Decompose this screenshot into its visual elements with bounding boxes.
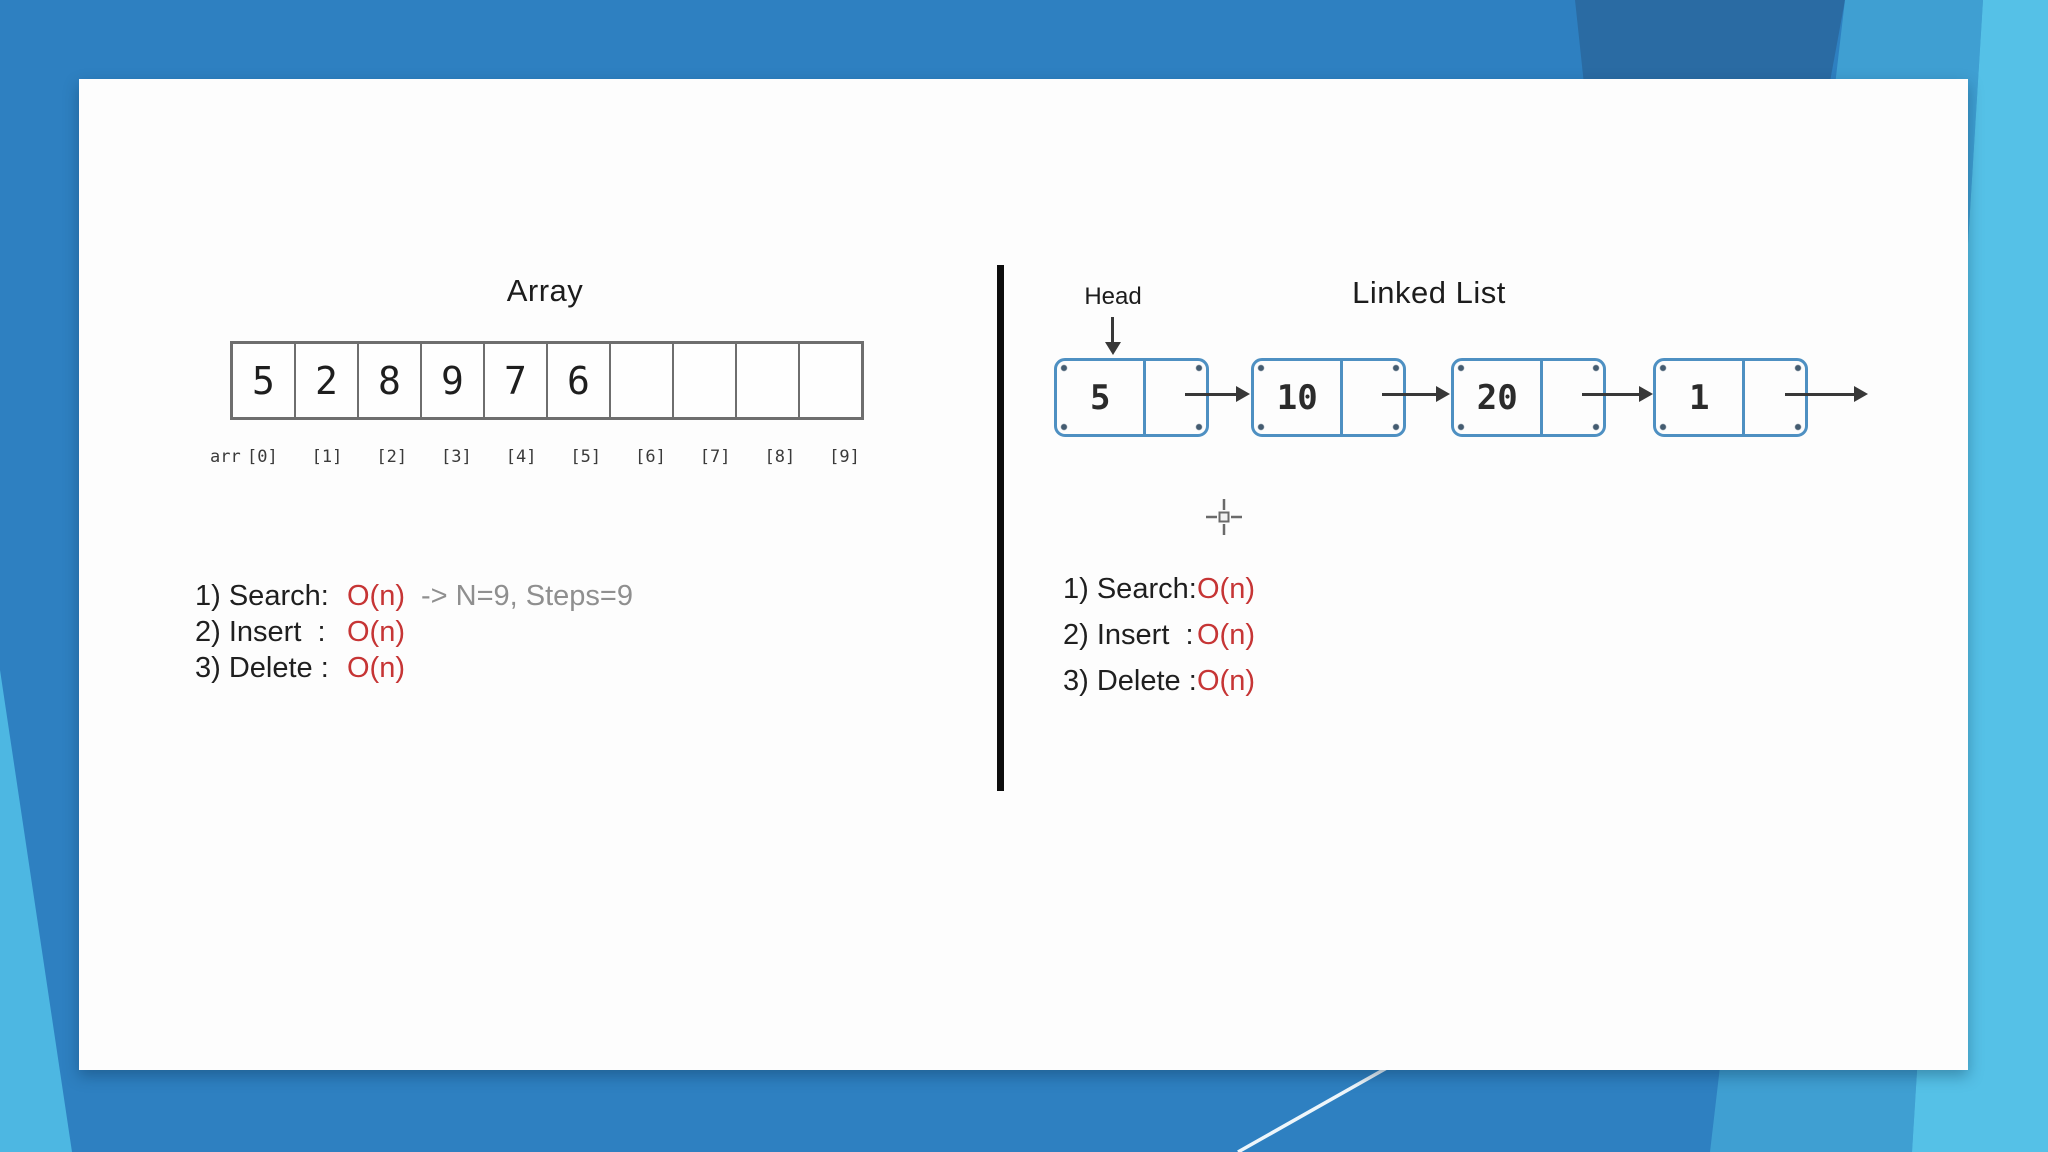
array-index-1: [1] — [311, 447, 343, 467]
array-cell-8 — [737, 344, 800, 417]
array-cell-0: 5 — [233, 344, 296, 417]
node-4-divider — [1742, 361, 1745, 434]
array-cell-6 — [611, 344, 674, 417]
linked-list-op-search-label: 1) Search: — [1063, 573, 1197, 605]
array-index-0: [0] — [246, 447, 278, 467]
linked-list-node-1: 5 — [1054, 358, 1209, 437]
array-index-5: [5] — [570, 447, 602, 467]
array-op-insert-label: 2) Insert : — [195, 616, 326, 648]
array-variable-label: arr — [210, 447, 241, 467]
node-2-divider — [1340, 361, 1343, 434]
next-pointer-arrow-3-icon — [1582, 386, 1653, 402]
next-pointer-arrow-2-icon — [1382, 386, 1450, 402]
node-4-value: 1 — [1688, 377, 1710, 418]
slide-content-area: Array 5 2 8 9 7 6 arr [0] [1] [2] [3] [4… — [79, 79, 1968, 1070]
linked-list-op-delete: 3) Delete : O(n) — [1063, 665, 1255, 711]
array-index-row: [0] [1] [2] [3] [4] [5] [6] [7] [8] [9] — [230, 447, 877, 467]
array-cell-4: 7 — [485, 344, 548, 417]
linked-list-op-search-complexity: O(n) — [1197, 573, 1255, 605]
array-op-search-note: -> N=9, Steps=9 — [421, 580, 633, 612]
array-op-search-complexity: O(n) — [347, 580, 405, 612]
node-2-value: 10 — [1276, 377, 1318, 418]
array-op-insert: 2) Insert : O(n) — [195, 616, 633, 652]
head-pointer-arrow-icon — [1104, 317, 1121, 355]
linked-list-op-search: 1) Search: O(n) — [1063, 573, 1255, 619]
linked-list-node-4: 1 — [1653, 358, 1808, 437]
linked-list-op-delete-label: 3) Delete : — [1063, 665, 1197, 697]
background-left-wedge — [0, 670, 72, 1152]
array-op-delete: 3) Delete : O(n) — [195, 652, 633, 688]
array-op-delete-label: 3) Delete : — [195, 652, 329, 684]
array-op-search: 1) Search: O(n) -> N=9, Steps=9 — [195, 580, 633, 616]
linked-list-node-2: 10 — [1251, 358, 1406, 437]
next-pointer-arrow-1-icon — [1185, 386, 1250, 402]
array-index-2: [2] — [376, 447, 408, 467]
node-3-value: 20 — [1476, 377, 1518, 418]
array-index-7: [7] — [699, 447, 731, 467]
array-op-delete-complexity: O(n) — [347, 652, 405, 684]
head-pointer-label: Head — [1084, 283, 1142, 310]
array-op-search-label: 1) Search: — [195, 580, 329, 612]
array-cell-1: 2 — [296, 344, 359, 417]
linked-list-node-3: 20 — [1451, 358, 1606, 437]
array-cell-7 — [674, 344, 737, 417]
array-index-8: [8] — [764, 447, 796, 467]
linked-list-title: Linked List — [1352, 275, 1506, 310]
panel-divider-line — [997, 265, 1004, 791]
linked-list-op-delete-complexity: O(n) — [1197, 665, 1255, 697]
next-pointer-arrow-null-icon — [1785, 386, 1868, 402]
array-op-insert-complexity: O(n) — [347, 616, 405, 648]
array-index-4: [4] — [505, 447, 537, 467]
array-cell-2: 8 — [359, 344, 422, 417]
node-3-divider — [1540, 361, 1543, 434]
linked-list-operations-list: 1) Search: O(n) 2) Insert : O(n) 3) Dele… — [1063, 573, 1255, 711]
linked-list-op-insert-label: 2) Insert : — [1063, 619, 1194, 651]
array-operations-list: 1) Search: O(n) -> N=9, Steps=9 2) Inser… — [195, 580, 633, 688]
node-1-value: 5 — [1089, 377, 1111, 418]
array-diagram: 5 2 8 9 7 6 — [230, 341, 864, 420]
array-index-9: [9] — [829, 447, 860, 467]
linked-list-op-insert: 2) Insert : O(n) — [1063, 619, 1255, 665]
array-cell-5: 6 — [548, 344, 611, 417]
array-cell-3: 9 — [422, 344, 485, 417]
crosshair-cursor-icon — [1206, 499, 1242, 535]
background-diagonal-line — [1237, 1054, 1409, 1152]
node-1-divider — [1143, 361, 1146, 434]
array-index-3: [3] — [441, 447, 472, 467]
linked-list-op-insert-complexity: O(n) — [1197, 619, 1255, 651]
array-index-6: [6] — [635, 447, 666, 467]
array-title: Array — [506, 273, 584, 308]
array-cell-9 — [800, 344, 861, 417]
